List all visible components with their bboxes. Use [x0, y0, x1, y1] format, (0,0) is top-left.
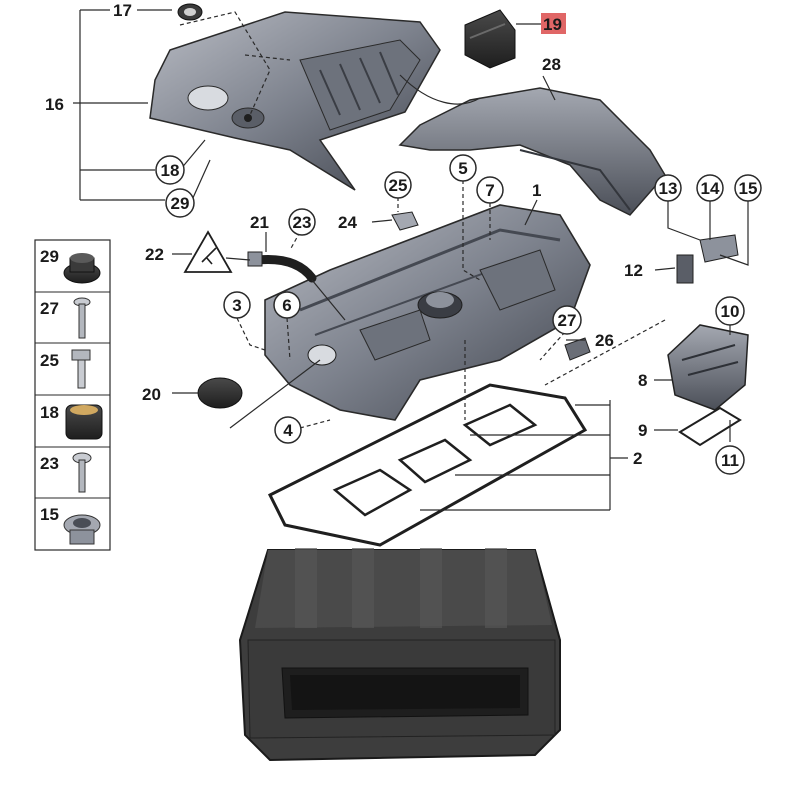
- callout-10: 10: [715, 296, 745, 326]
- rubber-mount-icon: [63, 253, 101, 284]
- callout-29: 29: [165, 188, 195, 218]
- vent-hose-part: [247, 251, 317, 283]
- screw-icon: [72, 452, 92, 493]
- svg-text:29: 29: [171, 194, 190, 213]
- svg-text:13: 13: [659, 179, 678, 198]
- callout-19: 19: [543, 15, 562, 34]
- svg-text:5: 5: [458, 159, 467, 178]
- leader-lines: [73, 9, 749, 511]
- svg-text:23: 23: [293, 213, 312, 232]
- bracket-part: [391, 211, 419, 231]
- svg-text:4: 4: [283, 421, 293, 440]
- side-label-27: 27: [40, 299, 59, 318]
- svg-text:15: 15: [739, 179, 758, 198]
- callout-20: 20: [142, 385, 161, 404]
- callout-9: 9: [638, 421, 647, 440]
- callout-22: 22: [145, 245, 164, 264]
- small-bracket-part: [564, 337, 591, 361]
- svg-text:14: 14: [701, 179, 720, 198]
- side-label-23: 23: [40, 454, 59, 473]
- svg-text:25: 25: [389, 176, 408, 195]
- callout-18: 18: [155, 155, 185, 185]
- callout-12: 12: [624, 261, 643, 280]
- callout-6: 6: [273, 291, 301, 319]
- oil-separator-part: [667, 234, 749, 447]
- rubber-grommet-icon: [65, 404, 103, 440]
- callout-4: 4: [274, 416, 302, 444]
- callout-26: 26: [595, 331, 614, 350]
- callout-13: 13: [654, 174, 682, 202]
- side-label-29: 29: [40, 247, 59, 266]
- svg-text:10: 10: [721, 302, 740, 321]
- callout-3: 3: [223, 291, 251, 319]
- svg-text:3: 3: [232, 296, 241, 315]
- callout-17: 17: [113, 1, 132, 20]
- callout-16: 16: [45, 95, 64, 114]
- side-label-18: 18: [40, 403, 59, 422]
- svg-text:6: 6: [282, 296, 291, 315]
- callout-25: 25: [384, 171, 412, 199]
- callout-23: 23: [288, 208, 316, 236]
- callout-2: 2: [633, 449, 642, 468]
- svg-text:27: 27: [558, 311, 577, 330]
- rubber-part-photo: [238, 548, 561, 762]
- svg-text:7: 7: [485, 181, 494, 200]
- plug-screw-icon: [63, 514, 101, 545]
- electrical-plug-warning-icon: [183, 230, 233, 273]
- inset-rubber-part: [464, 9, 516, 69]
- engine-cover-part: [149, 11, 441, 191]
- callout-5: 5: [449, 154, 477, 182]
- hex-bolt-icon: [71, 349, 91, 389]
- callout-11: 11: [715, 445, 745, 475]
- sealing-plug-part: [197, 377, 243, 409]
- bolt-icon: [73, 297, 91, 339]
- valve-cover-part: [264, 204, 591, 421]
- svg-text:18: 18: [161, 161, 180, 180]
- callout-27: 27: [552, 305, 582, 335]
- callout-7: 7: [476, 176, 504, 204]
- callout-1: 1: [532, 181, 541, 200]
- svg-text:11: 11: [721, 451, 739, 470]
- side-label-15: 15: [40, 505, 59, 524]
- callout-8: 8: [638, 371, 647, 390]
- gasket-part: [267, 383, 588, 547]
- callout-14: 14: [696, 174, 724, 202]
- callout-24: 24: [338, 213, 357, 232]
- side-label-25: 25: [40, 351, 59, 370]
- callout-21: 21: [250, 213, 269, 232]
- callout-28: 28: [542, 55, 561, 74]
- rubber-ring-part: [177, 3, 203, 21]
- callout-15: 15: [734, 174, 762, 202]
- side-panel: 29 27 25 18 23 15: [34, 239, 111, 551]
- callout-19-highlight: [541, 13, 566, 34]
